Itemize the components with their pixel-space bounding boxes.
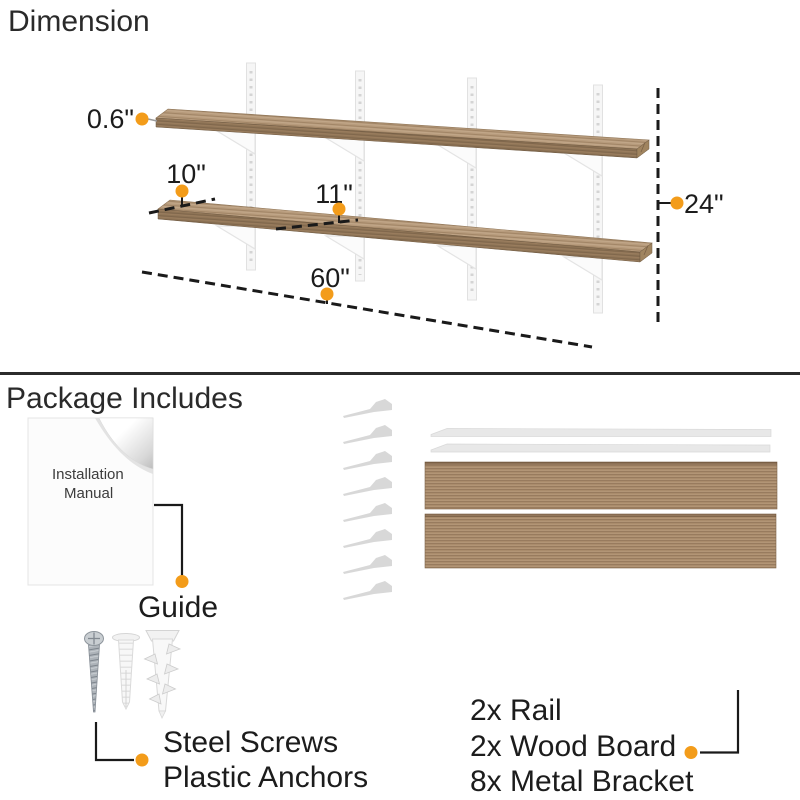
guide-dot: [175, 575, 189, 588]
package-bracket-7: [343, 555, 392, 574]
package-bracket-5: [343, 503, 392, 522]
wall-rail-2: [355, 70, 365, 282]
section-divider: [0, 372, 800, 375]
package-section-title: Package Includes: [6, 382, 243, 415]
rail-item-label: 2x Rail: [470, 694, 562, 727]
package-board-2: [424, 513, 777, 569]
package-rail-2: [430, 443, 771, 453]
items-dot: [684, 746, 698, 759]
package-bracket-3: [343, 451, 392, 470]
bracket-bottom-4: [563, 256, 603, 281]
wall-rails: [246, 62, 603, 314]
screws-label: Steel Screws: [163, 726, 338, 759]
package-contents-diagram: Installation Manual Guide: [27, 399, 778, 798]
plastic-anchor-icon: [112, 633, 140, 711]
package-board-1: [424, 461, 778, 510]
package-bracket-6: [343, 529, 392, 548]
bracket-top-2: [325, 137, 365, 162]
width-dot: [320, 287, 334, 301]
page-curl-icon: [98, 417, 154, 470]
shelf-depth-dash-line: [148, 197, 216, 215]
bracket-item-label: 8x Metal Bracket: [470, 765, 694, 798]
dimension-section-title: Dimension: [8, 5, 150, 38]
upper-shelf-board: [155, 108, 650, 159]
wall-rail-4: [593, 84, 603, 314]
metal-bracket-stack: [343, 399, 392, 600]
width-dash-line: [141, 270, 593, 349]
bracket-top-3: [437, 144, 477, 169]
shelf-depth-dot: [175, 184, 189, 198]
screws-dot: [135, 753, 149, 767]
anchors-label: Plastic Anchors: [163, 761, 368, 794]
package-wood-boards: [424, 461, 778, 569]
package-rail-1: [430, 428, 772, 437]
installation-manual-graphic: Installation Manual: [27, 417, 154, 586]
dimension-diagram: 0.6" 10" 11" 24" 60": [87, 62, 724, 349]
thickness-dot: [135, 112, 149, 126]
package-bracket-2: [343, 425, 392, 444]
package-bracket-8: [343, 581, 392, 600]
bracket-bottom-2: [325, 235, 365, 260]
items-connector-line: [700, 690, 740, 754]
package-bracket-1: [343, 399, 392, 418]
height-label: 24": [684, 189, 724, 219]
bracket-depth-label: 11": [315, 179, 353, 209]
width-label: 60": [310, 263, 350, 293]
bracket-bottom-3: [437, 245, 477, 270]
manual-text-line1: Installation: [52, 466, 124, 483]
bracket-top-4: [563, 152, 603, 177]
drywall-anchor-icon: [143, 630, 182, 719]
bracket-depth-dot: [332, 202, 346, 216]
board-item-label: 2x Wood Board: [470, 730, 676, 763]
package-bracket-4: [343, 477, 392, 496]
dimension-annotations: 0.6" 10" 11" 24" 60": [87, 88, 724, 349]
manual-text-line2: Manual: [64, 485, 113, 502]
shelf-brackets: [216, 130, 603, 281]
thickness-pointer-line: [147, 118, 158, 122]
steel-screw-icon: [84, 631, 104, 713]
guide-label: Guide: [138, 591, 218, 624]
shelf-depth-label: 10": [166, 159, 206, 189]
package-rails: [430, 428, 772, 453]
guide-connector-line: [154, 503, 184, 577]
height-dot: [670, 196, 684, 210]
screws-connector-line: [94, 722, 134, 762]
bracket-bottom-1: [216, 225, 256, 250]
bracket-depth-dash-line: [275, 218, 359, 231]
wall-rail-1: [246, 62, 256, 271]
bracket-top-1: [216, 130, 256, 155]
thickness-label: 0.6": [87, 104, 134, 134]
lower-shelf-board: [157, 199, 653, 263]
